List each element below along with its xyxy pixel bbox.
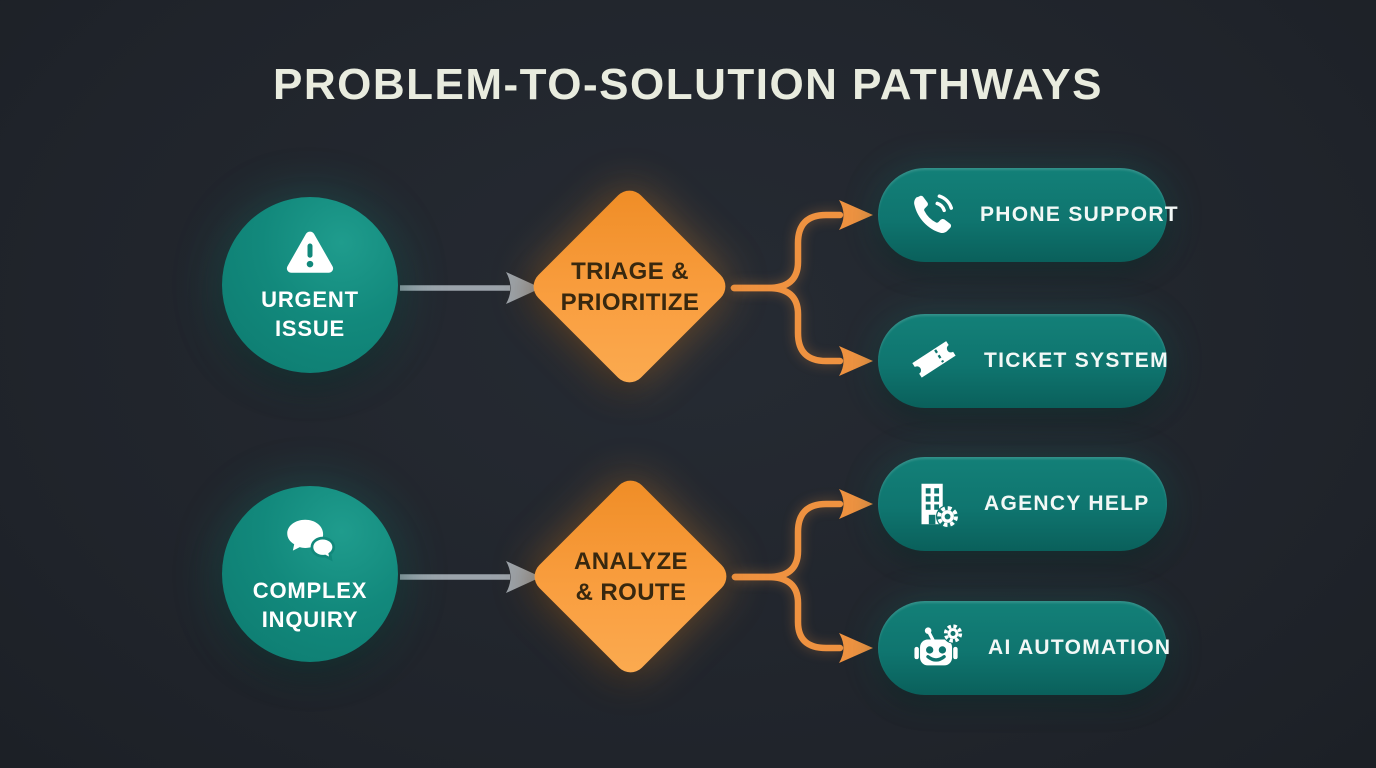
problem-label-line1: URGENT bbox=[261, 287, 359, 313]
arrowhead-orange-ai bbox=[839, 633, 873, 663]
solution-label: AGENCY HELP bbox=[984, 492, 1150, 515]
problem-node-urgent-issue: URGENT ISSUE bbox=[222, 197, 398, 373]
solution-label: TICKET SYSTEM bbox=[984, 349, 1169, 372]
building-gear-icon bbox=[908, 477, 962, 531]
solution-label: PHONE SUPPORT bbox=[980, 203, 1179, 226]
arrowhead-gray-bottom bbox=[506, 561, 541, 593]
warning-icon bbox=[283, 227, 337, 277]
problem-label: URGENT ISSUE bbox=[261, 286, 359, 342]
solution-pill-ai-automation: AI AUTOMATION bbox=[878, 601, 1170, 695]
solution-pill-agency-help: AGENCY HELP bbox=[878, 457, 1167, 551]
robot-icon bbox=[908, 621, 966, 675]
problem-label: COMPLEX INQUIRY bbox=[253, 577, 367, 633]
solution-label: AI AUTOMATION bbox=[988, 636, 1172, 659]
page-title: PROBLEM-TO-SOLUTION PATHWAYS bbox=[273, 60, 1103, 109]
arrowhead-gray-top bbox=[506, 272, 541, 304]
connector-triage-ticket bbox=[730, 284, 844, 365]
phone-icon bbox=[908, 190, 958, 240]
connector-triage-phone bbox=[730, 211, 844, 292]
ticket-icon bbox=[908, 336, 962, 386]
connector-analyze-agency bbox=[731, 500, 844, 581]
connector-analyze-ai bbox=[731, 573, 844, 652]
arrowhead-orange-agency bbox=[839, 489, 873, 519]
chat-icon bbox=[281, 514, 339, 568]
problem-label-line2: ISSUE bbox=[274, 315, 345, 341]
solution-pill-ticket-system: TICKET SYSTEM bbox=[878, 314, 1169, 408]
solution-pill-phone-support: PHONE SUPPORT bbox=[878, 168, 1178, 262]
problem-label-line2: INQUIRY bbox=[261, 606, 359, 632]
problem-node-complex-inquiry: COMPLEX INQUIRY bbox=[222, 486, 398, 662]
problem-label-line1: COMPLEX bbox=[252, 578, 368, 604]
arrowhead-orange-ticket bbox=[839, 346, 873, 376]
arrowhead-orange-phone bbox=[839, 200, 873, 230]
